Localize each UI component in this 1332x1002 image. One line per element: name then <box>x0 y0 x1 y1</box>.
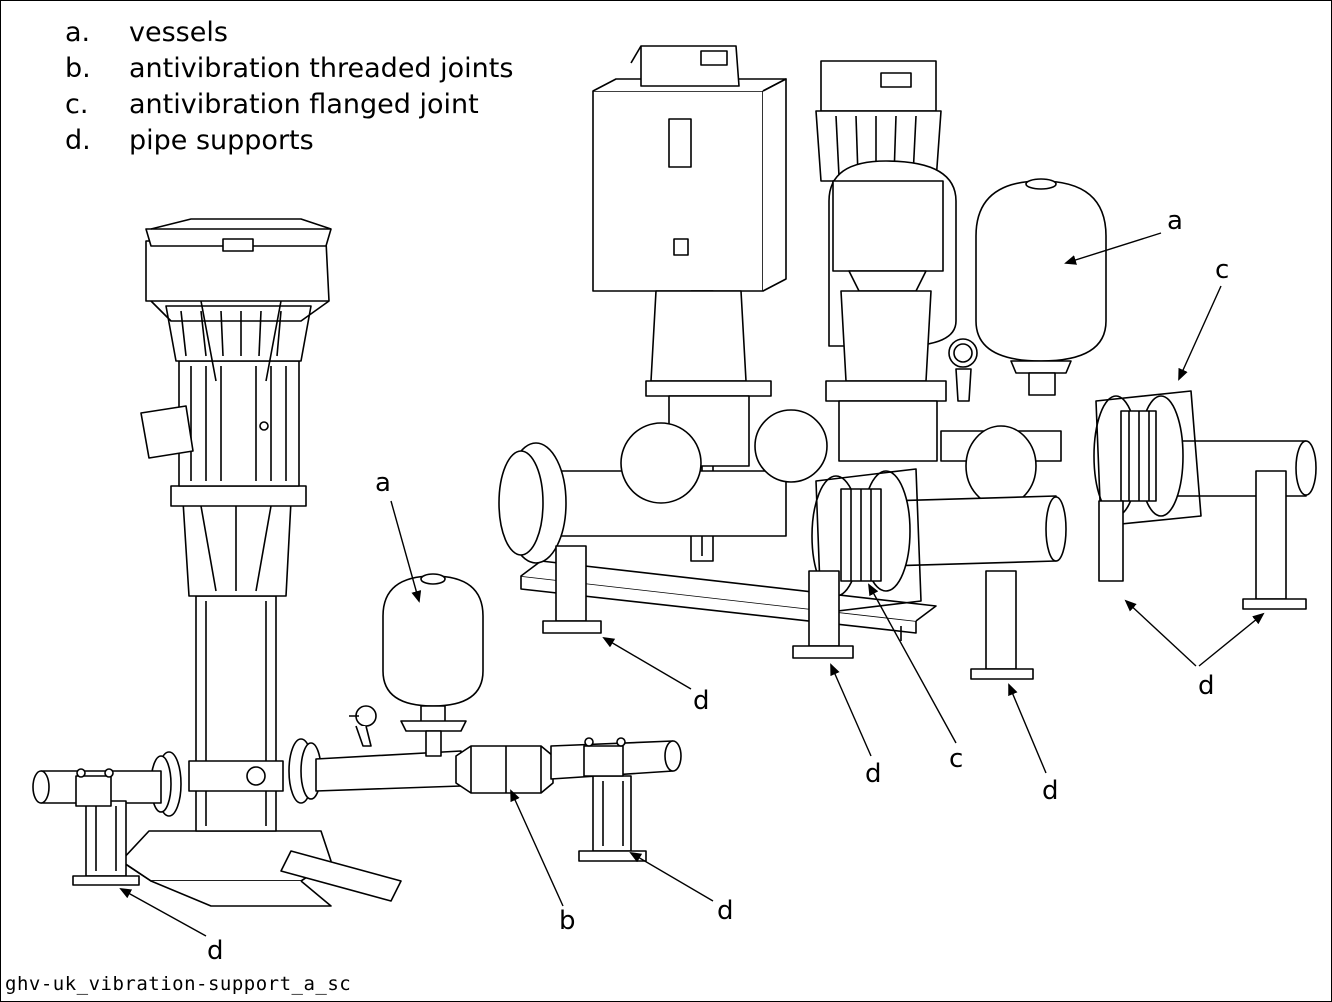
left-pump-unit <box>32 218 682 907</box>
callout-c-bottom: c <box>949 744 963 774</box>
callout-b: b <box>559 906 576 936</box>
legend: a. vessels b. antivibration threaded joi… <box>65 15 513 159</box>
leader-c-top <box>1178 285 1222 381</box>
callout-c-top: c <box>1215 255 1229 285</box>
legend-item-flanged-joint: c. antivibration flanged joint <box>65 87 513 123</box>
legend-key: a. <box>65 17 91 48</box>
legend-key: c. <box>65 89 89 120</box>
callout-a-right: a <box>1167 206 1183 236</box>
legend-item-vessels: a. vessels <box>65 15 513 51</box>
leader-a-left <box>390 500 422 603</box>
legend-text: antivibration threaded joints <box>129 53 514 84</box>
drawing-caption: ghv-uk_vibration-support_a_sc <box>5 973 352 995</box>
leader-a-right <box>1064 232 1162 265</box>
leader-c-bottom <box>868 583 957 744</box>
legend-text: antivibration flanged joint <box>129 89 479 120</box>
leader-d-right-4b <box>1198 612 1265 667</box>
legend-text: vessels <box>129 17 228 48</box>
leader-d-right-1 <box>602 636 692 690</box>
leader-d-left-right <box>629 851 714 902</box>
leader-d-right-4a <box>1124 599 1197 667</box>
leader-d-left-bottom <box>119 888 207 937</box>
callout-d-left-right: d <box>717 896 734 926</box>
callout-d-right-1: d <box>693 686 710 716</box>
legend-item-threaded-joints: b. antivibration threaded joints <box>65 51 513 87</box>
callout-a-left: a <box>375 468 391 498</box>
legend-key: b. <box>65 53 91 84</box>
callout-d-right-3: d <box>1042 776 1059 806</box>
twin-pump-set <box>498 45 1317 680</box>
leader-d-right-2 <box>830 663 872 757</box>
legend-key: d. <box>65 125 91 156</box>
legend-text: pipe supports <box>129 125 314 156</box>
callout-d-right-2: d <box>865 759 882 789</box>
leader-d-right-3 <box>1008 683 1047 774</box>
callout-d-right-4: d <box>1198 671 1215 701</box>
callout-d-left-bottom: d <box>207 936 224 966</box>
leader-b <box>510 789 564 907</box>
legend-item-pipe-supports: d. pipe supports <box>65 123 513 159</box>
